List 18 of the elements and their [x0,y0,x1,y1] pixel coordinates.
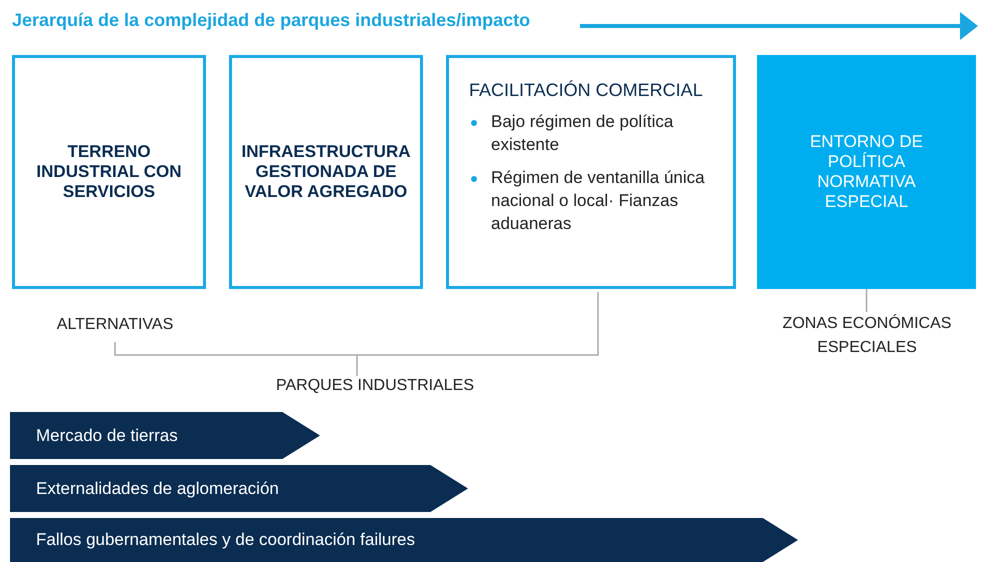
category-label: PARQUES INDUSTRIALES [275,377,475,396]
category-box: ENTORNO DE POLÍTICA NORMATIVA ESPECIAL [757,55,976,289]
category-label: ZONAS ECONÓMICAS ESPECIALES [752,312,982,372]
band-label: Fallos gubernamentales y de coordinación failures [36,530,415,550]
bullet-item: Régimen de ventanilla única nacional o local· Fianzas aduaneras [469,166,713,236]
chevron-band [10,518,798,562]
category-box: INFRAESTRUCTURA GESTIONADA DE VALOR AGREGADO [229,55,423,289]
band-label: Externalidades de aglomeración [36,478,279,498]
band-label: Mercado de tierras [36,426,178,446]
category-box: TERRENO INDUSTRIAL CON SERVICIOS [12,55,206,289]
diagram-title: Jerarquía de la complejidad de parques industriales/impacto [12,10,530,31]
category-box [446,55,736,289]
chevron-band [10,465,468,512]
category-label: ALTERNATIVAS [56,316,174,335]
chevron-band [10,412,320,459]
bullet-item: Bajo régimen de política existente [469,111,713,157]
leader-line [866,289,868,312]
box-heading: FACILITACIÓN COMERCIAL [469,80,703,101]
